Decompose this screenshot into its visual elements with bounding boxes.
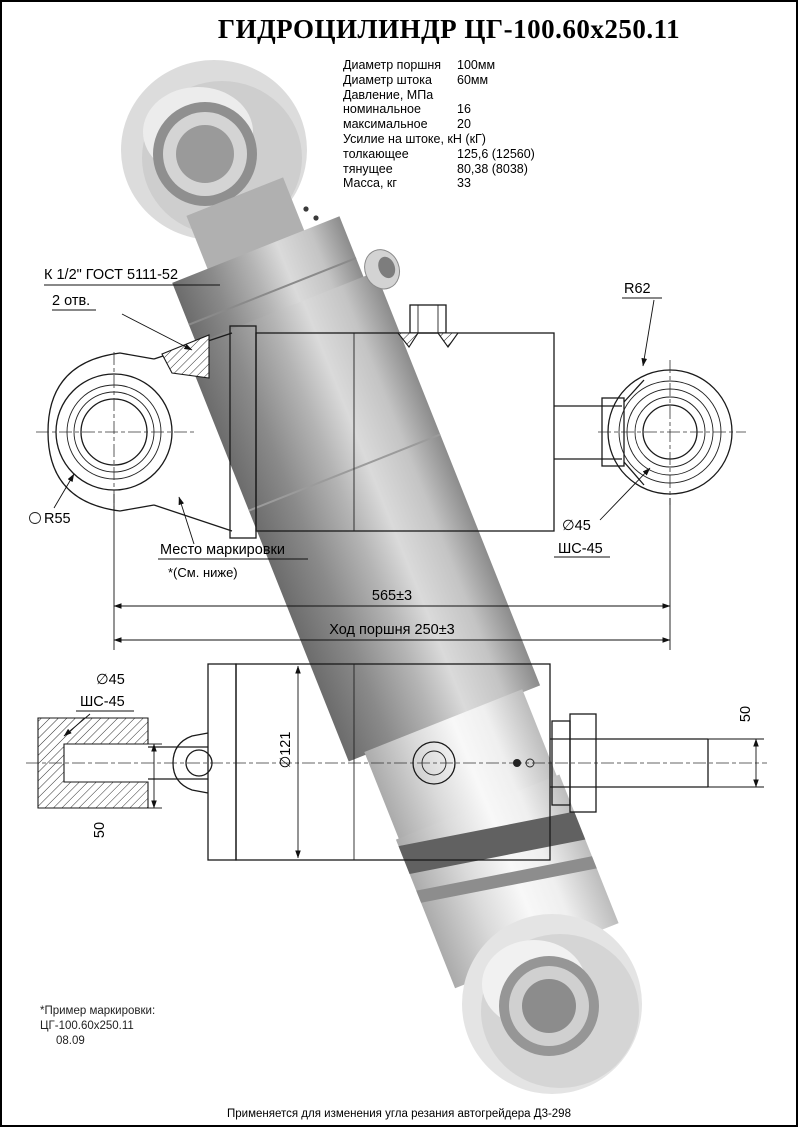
main-projection-view [36,304,746,539]
spec-value: 60мм [457,72,489,87]
sphere-symbol-icon [29,512,41,524]
spec-value: 16 [457,102,471,117]
spec-row: номинальное 16 [343,102,535,117]
bottom-projection-view [26,663,767,861]
radius-right-label: R62 [624,281,651,297]
port-hole [412,741,456,785]
spec-value: 33 [457,176,471,191]
rod-eye-3d [462,914,642,1094]
bottom-tube [235,663,551,861]
eye-dia-bottom-label: ∅45 [96,672,125,688]
rod-eye-joint-label: ШС-45 [558,541,603,557]
eye-width-right-dim: 50 [738,706,754,722]
body-dia-dim: ∅121 [278,732,294,769]
spec-value: 100мм [457,58,496,72]
marking-example-date: 08.09 [56,1035,85,1047]
marking-note-label: *(См. ниже) [168,565,238,580]
port-holes-label: 2 отв. [52,293,90,309]
overall-length-dim: 565±3 [372,588,412,604]
spec-label: Давление, МПа [343,87,434,102]
radius-left-label: R55 [44,511,71,527]
weld-section-hatch [161,334,210,379]
spec-value: 125,6 (12560) [457,146,535,161]
marking-place-label: Место маркировки [160,542,285,558]
spec-row: Усилие на штоке, кН (кГ) [343,132,535,147]
port-spec-label: К 1/2" ГОСТ 5111-52 [44,267,178,283]
spec-label: Усилие на штоке, кН (кГ) [343,131,486,146]
spec-value: 20 [457,117,471,132]
spec-row: Давление, МПа [343,88,535,103]
application-note: Применяется для изменения угла резания а… [227,1108,571,1120]
drawing-title: ГИДРОЦИЛИНДР ЦГ-100.60х250.11 [217,14,681,44]
spec-label: Масса, кг [343,176,397,191]
rod-eye-section [37,717,149,809]
clevis-tongue [172,732,209,794]
spec-table: Диаметр поршня 100мм Диаметр штока 60мм Да… [343,58,535,191]
marking-example: *Пример маркировки: ЦГ-100.60х250.11 08.… [40,1004,155,1049]
spec-row: Масса, кг 33 [343,176,535,191]
spec-label: толкающее [343,146,409,161]
gland-nut [569,713,597,813]
port-fitting [396,304,460,348]
spec-row: тянущее 80,38 (8038) [343,162,535,177]
spec-row: толкающее 125,6 (12560) [343,147,535,162]
rod-eye-dia-label: ∅45 [562,518,591,534]
dimensions [29,284,764,859]
eye-width-left-dim: 50 [92,822,108,838]
spec-row: Диаметр поршня 100мм [343,58,535,73]
spec-label: максимальное [343,117,428,132]
spec-label: Диаметр штока [343,72,432,87]
stroke-dim: Ход поршня 250±3 [329,622,454,638]
eye-joint-bottom-label: ШС-45 [80,694,125,710]
spec-row: Диаметр штока 60мм [343,73,535,88]
drawing-labels: К 1/2" ГОСТ 5111-52 2 отв. R62 R55 Место… [44,267,754,838]
spec-row: максимальное 20 [343,117,535,132]
spec-value: 80,38 (8038) [457,161,528,176]
marking-example-code: ЦГ-100.60х250.11 [40,1020,134,1032]
spec-label: тянущее [343,161,393,176]
spec-label: номинальное [343,102,421,117]
marking-example-title: *Пример маркировки: [40,1005,156,1017]
spec-label: Диаметр поршня [343,58,442,72]
